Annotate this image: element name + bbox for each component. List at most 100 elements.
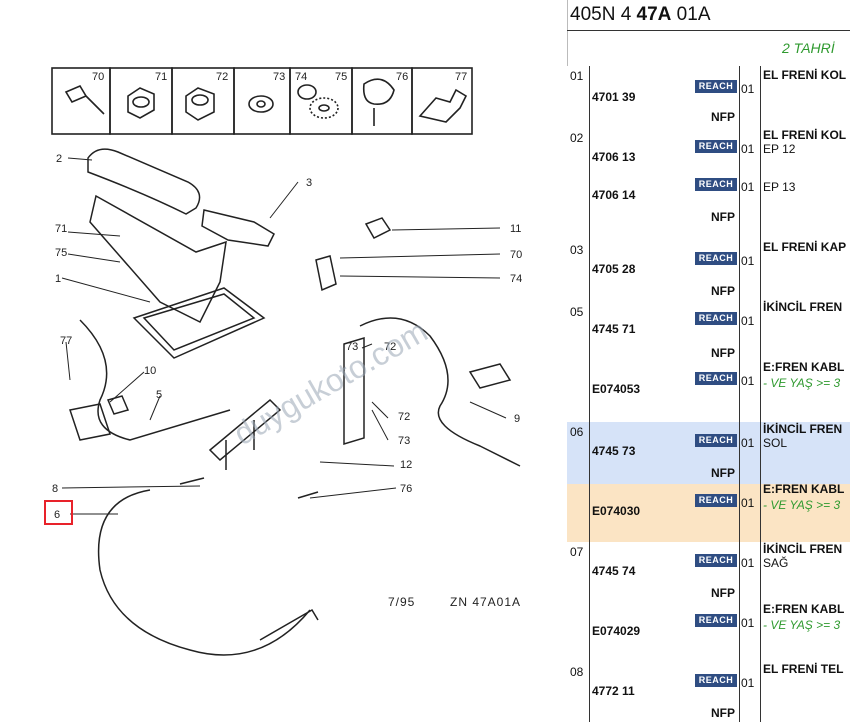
part-description: İKİNCİL FREN bbox=[763, 300, 843, 314]
compat-note: - VE YAŞ >= 3 bbox=[763, 498, 841, 512]
part-number[interactable]: 4745 73 bbox=[592, 444, 636, 458]
column-divider bbox=[589, 302, 590, 422]
callout-73-lower: 73 bbox=[398, 435, 410, 447]
callout-75-main: 75 bbox=[55, 247, 67, 259]
callout-71: 71 bbox=[155, 71, 167, 83]
small-parts-strip bbox=[51, 67, 473, 135]
part-number[interactable]: 4705 28 bbox=[592, 262, 636, 276]
compat-note: - VE YAŞ >= 3 bbox=[763, 376, 841, 390]
callout-74: 74 bbox=[295, 71, 307, 83]
small-parts-numbers: 70 71 72 73 74 75 76 77 bbox=[92, 71, 467, 83]
quantity: 01 bbox=[741, 142, 755, 156]
callout-73: 73 bbox=[273, 71, 285, 83]
section-subtitle: 2 TAHRİ bbox=[567, 30, 850, 68]
reach-badge: REACH bbox=[695, 372, 737, 385]
part-description: EL FRENİ KOL bbox=[763, 68, 847, 82]
column-divider bbox=[589, 542, 590, 662]
column-divider bbox=[760, 422, 761, 484]
column-divider bbox=[739, 302, 740, 422]
compat-note: - VE YAŞ >= 3 bbox=[763, 618, 841, 632]
column-divider bbox=[760, 66, 761, 128]
row-index: 07 bbox=[570, 545, 584, 559]
part-description: İKİNCİL FREN bbox=[763, 542, 843, 556]
callout-74-main: 74 bbox=[510, 273, 522, 285]
callout-6: 6 bbox=[54, 509, 60, 521]
table-row[interactable]: 03 4705 28 REACH 01 EL FRENİ KAP NFP bbox=[567, 240, 850, 303]
diagram-drawing: 70 71 72 73 74 75 76 77 bbox=[44, 67, 522, 656]
title-prefix: 405N 4 bbox=[570, 4, 637, 25]
main-callouts: 2 3 11 71 75 70 74 1 77 10 5 73 72 72 73… bbox=[52, 153, 522, 521]
title-suffix: 01A bbox=[671, 4, 711, 25]
part-number[interactable]: 4706 14 bbox=[592, 188, 636, 202]
part-number[interactable]: E074053 bbox=[592, 382, 641, 396]
footer-code: ZN 47A01A bbox=[450, 595, 521, 609]
reach-badge: REACH bbox=[695, 674, 737, 687]
column-divider bbox=[760, 128, 761, 240]
column-divider bbox=[760, 662, 761, 722]
handbrake-assembly bbox=[69, 148, 521, 656]
quantity: 01 bbox=[741, 314, 755, 328]
part-number[interactable]: 4772 11 bbox=[592, 684, 635, 698]
part-number[interactable]: E074030 bbox=[592, 504, 641, 518]
row-index: 03 bbox=[570, 243, 584, 257]
footer-date: 7/95 bbox=[388, 595, 415, 609]
column-divider bbox=[589, 662, 590, 722]
reach-badge: REACH bbox=[695, 434, 737, 447]
part-description: İKİNCİL FREN bbox=[763, 422, 843, 436]
part-number[interactable]: 4706 13 bbox=[592, 150, 636, 164]
reach-badge: REACH bbox=[695, 312, 737, 325]
part-number[interactable]: 4701 39 bbox=[592, 90, 636, 104]
callout-77-main: 77 bbox=[60, 335, 72, 347]
callout-2: 2 bbox=[56, 153, 62, 165]
quantity: 01 bbox=[741, 616, 755, 630]
reach-badge: REACH bbox=[695, 178, 737, 191]
watermark: duygukoto.com bbox=[228, 312, 434, 452]
column-divider bbox=[589, 66, 590, 128]
reach-badge: REACH bbox=[695, 252, 737, 265]
callout-3: 3 bbox=[306, 177, 312, 189]
quantity: 01 bbox=[741, 374, 755, 388]
title-bold: 47A bbox=[636, 4, 672, 25]
column-divider bbox=[739, 66, 740, 128]
part-subtext: SAĞ bbox=[763, 556, 789, 570]
column-divider bbox=[760, 484, 761, 542]
callout-71-main: 71 bbox=[55, 223, 67, 235]
callout-76-main: 76 bbox=[400, 483, 412, 495]
nfp-label: NFP bbox=[711, 210, 735, 224]
nfp-label: NFP bbox=[711, 110, 735, 124]
part-description: EL FRENİ KOL bbox=[763, 128, 847, 142]
column-divider bbox=[739, 240, 740, 302]
column-divider bbox=[589, 128, 590, 240]
part-number[interactable]: 4745 71 bbox=[592, 322, 636, 336]
column-divider bbox=[760, 240, 761, 302]
quantity: 01 bbox=[741, 254, 755, 268]
column-divider bbox=[739, 662, 740, 722]
callout-70-main: 70 bbox=[510, 249, 522, 261]
nfp-label: NFP bbox=[711, 466, 735, 480]
part-number[interactable]: E074029 bbox=[592, 624, 641, 638]
reach-badge: REACH bbox=[695, 554, 737, 567]
column-divider bbox=[760, 542, 761, 662]
selected-part-highlight[interactable] bbox=[44, 500, 73, 525]
callout-10: 10 bbox=[144, 365, 156, 377]
reach-badge: REACH bbox=[695, 80, 737, 93]
nfp-label: NFP bbox=[711, 706, 735, 720]
quantity: 01 bbox=[741, 496, 755, 510]
part-description: EL FRENİ KAP bbox=[763, 240, 847, 254]
nfp-label: NFP bbox=[711, 284, 735, 298]
page-title: 405N 4 47A 01A bbox=[567, 0, 850, 30]
part-subtext: EP 13 bbox=[763, 180, 796, 194]
column-divider bbox=[739, 484, 740, 542]
part-number[interactable]: 4745 74 bbox=[592, 564, 636, 578]
part-subtext: EP 12 bbox=[763, 142, 796, 156]
callout-76: 76 bbox=[396, 71, 408, 83]
nfp-label: NFP bbox=[711, 586, 735, 600]
row-index: 08 bbox=[570, 665, 584, 679]
